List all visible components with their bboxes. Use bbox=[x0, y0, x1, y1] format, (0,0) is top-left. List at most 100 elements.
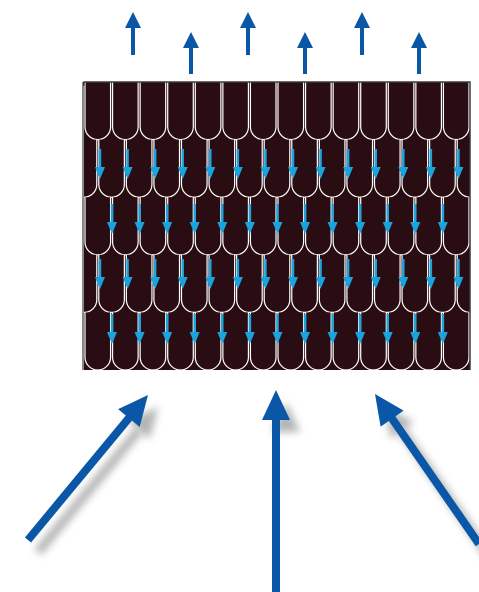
shingle-tab bbox=[84, 254, 98, 313]
inner-arrow-head bbox=[343, 167, 354, 179]
shingle-tab bbox=[98, 139, 125, 198]
shingle-tab bbox=[304, 197, 332, 256]
inner-arrow-head bbox=[343, 277, 354, 289]
panel-frame bbox=[83, 81, 471, 370]
shingle-tab bbox=[98, 254, 125, 313]
inner-arrow-head bbox=[150, 167, 161, 179]
exhaust-arrow-head bbox=[240, 12, 256, 28]
exhaust-arrow bbox=[411, 32, 427, 74]
inner-arrow-head bbox=[398, 167, 409, 179]
inner-arrow-head bbox=[177, 277, 188, 289]
inner-arrow-head bbox=[453, 167, 464, 179]
shingle-tab bbox=[291, 139, 318, 198]
shingle-tab bbox=[249, 197, 277, 256]
inner-arrow-head bbox=[315, 167, 326, 179]
shingle-tab bbox=[222, 82, 250, 141]
shingle-tab bbox=[304, 312, 332, 370]
shingle-tab bbox=[208, 139, 236, 198]
inner-arrow-head bbox=[355, 222, 366, 234]
inner-arrow-head bbox=[260, 167, 271, 179]
inner-arrow-head bbox=[122, 277, 133, 289]
shingle-tab bbox=[304, 82, 332, 141]
inner-arrow-head bbox=[189, 222, 200, 234]
shingle-tab bbox=[277, 197, 305, 256]
inner-arrow-head bbox=[370, 277, 381, 289]
inner-arrow-head bbox=[327, 222, 338, 234]
shingle-tab bbox=[332, 82, 360, 141]
intake-arrow bbox=[24, 395, 148, 543]
exhaust-arrow-head bbox=[125, 12, 141, 28]
shingle-tab bbox=[442, 197, 470, 256]
shingle-tab bbox=[471, 312, 479, 370]
shingle-tab bbox=[429, 254, 456, 313]
inner-arrow-head bbox=[410, 222, 421, 234]
shingle-tab bbox=[249, 82, 277, 141]
shingle-tab bbox=[111, 82, 139, 141]
inner-arrow-head bbox=[107, 332, 117, 344]
inner-arrow-head bbox=[205, 167, 216, 179]
shingle-tab bbox=[111, 312, 139, 370]
shingle-tab bbox=[139, 197, 167, 256]
inner-arrow-head bbox=[272, 332, 283, 344]
intake-arrow bbox=[262, 390, 290, 592]
shingle-tab bbox=[167, 197, 194, 256]
shingle-tab bbox=[415, 82, 443, 141]
shingle-tab bbox=[263, 139, 291, 198]
intake-arrow-head bbox=[375, 394, 404, 427]
inner-arrow-head bbox=[453, 277, 464, 289]
shingle-tab bbox=[318, 139, 346, 198]
shingle-tab bbox=[401, 139, 429, 198]
shingle-tab bbox=[194, 82, 222, 141]
shingle-tab bbox=[277, 312, 305, 370]
shingle-tab bbox=[125, 254, 153, 313]
exhaust-arrow-head bbox=[297, 32, 313, 48]
inner-arrow-head bbox=[300, 222, 310, 234]
inner-arrow-head bbox=[437, 222, 448, 234]
shingle-tab bbox=[84, 139, 98, 198]
inner-arrow-row bbox=[107, 314, 448, 344]
inner-arrow-head bbox=[189, 332, 200, 344]
inner-arrow-head bbox=[205, 277, 216, 289]
shingle-row bbox=[84, 254, 470, 313]
shingle-tab bbox=[360, 82, 387, 141]
shingle-tab bbox=[429, 139, 456, 198]
shingle-tab bbox=[153, 254, 181, 313]
inner-arrow-head bbox=[300, 332, 310, 344]
shingle-tab bbox=[387, 197, 415, 256]
shingle-tab bbox=[139, 82, 167, 141]
inner-arrow-head bbox=[95, 167, 105, 179]
shingle-tab bbox=[401, 254, 429, 313]
inner-arrow-head bbox=[355, 332, 366, 344]
shingle-row bbox=[84, 82, 470, 141]
inner-arrow-head bbox=[150, 277, 161, 289]
inner-arrow-head bbox=[382, 332, 393, 344]
shingle-tab bbox=[180, 139, 208, 198]
exhaust-arrow-head bbox=[183, 32, 199, 48]
shingle-tab bbox=[57, 312, 83, 370]
inner-arrow-head bbox=[177, 167, 188, 179]
shingle-tab bbox=[57, 197, 83, 255]
shingle-tab bbox=[387, 312, 415, 370]
shingle-tab bbox=[360, 197, 387, 256]
shingle-tab bbox=[84, 312, 112, 370]
inner-arrow-head bbox=[425, 167, 436, 179]
shingle-tab bbox=[263, 254, 291, 313]
shingle-tab bbox=[373, 254, 401, 313]
shingle-rows bbox=[57, 82, 479, 370]
shingle-tab bbox=[442, 312, 470, 370]
inner-arrow-head bbox=[134, 332, 145, 344]
shingle-tab bbox=[291, 254, 318, 313]
inner-arrow-head bbox=[95, 277, 105, 289]
inner-arrow-head bbox=[134, 222, 145, 234]
shingle-tab bbox=[167, 82, 194, 141]
exhaust-arrow bbox=[125, 12, 141, 55]
inner-arrow-head bbox=[315, 277, 326, 289]
shingle-tab bbox=[194, 197, 222, 256]
inner-arrow-head bbox=[217, 222, 228, 234]
inner-arrow-head bbox=[327, 332, 338, 344]
inner-arrow-head bbox=[288, 277, 298, 289]
airflow-arrows-inner bbox=[95, 149, 464, 344]
shingle-tab bbox=[456, 139, 470, 198]
shingle-tab bbox=[249, 312, 277, 370]
